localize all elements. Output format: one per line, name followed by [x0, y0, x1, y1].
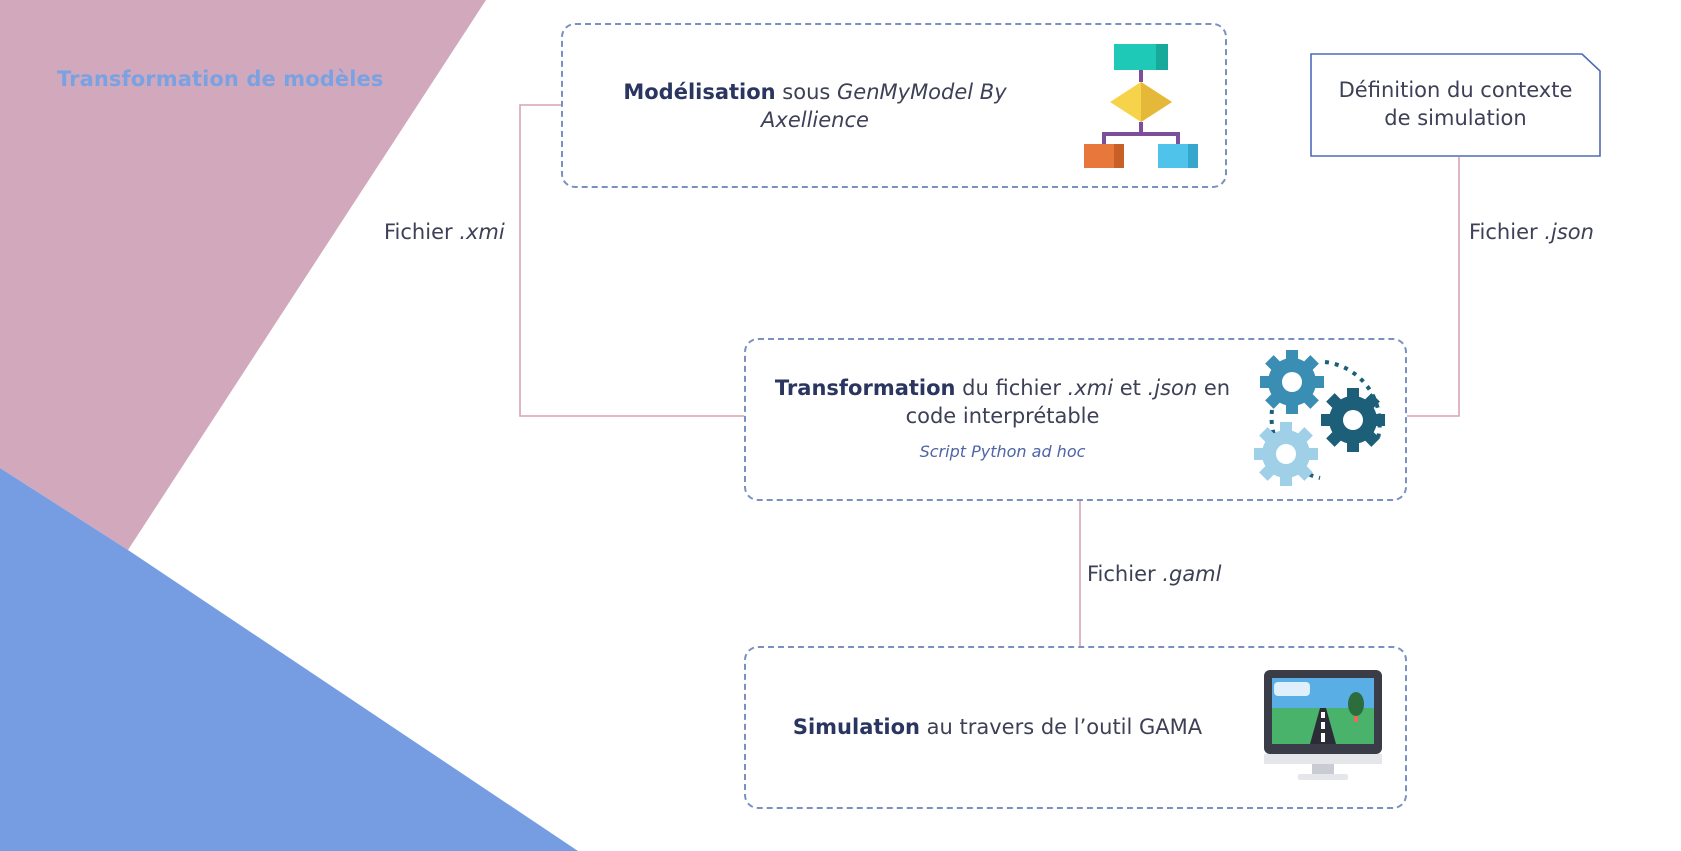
modelisation-box: [561, 23, 1227, 188]
edge-xmi-ext: .xmi: [459, 220, 505, 244]
modelisation-tool: GenMyModel By Axellience: [761, 80, 1007, 132]
simulation-box: [744, 646, 1407, 809]
edge-gaml-ext: .gaml: [1162, 562, 1222, 586]
edge-label-json: Fichier .json: [1469, 220, 1594, 244]
simulation-bold: Simulation: [792, 715, 920, 739]
transformation-xmi: .xmi: [1067, 376, 1114, 400]
monitor-road-icon: [1264, 670, 1382, 780]
page-title: Transformation de modèles: [57, 67, 384, 91]
transformation-subtitle: Script Python ad hoc: [919, 442, 1086, 461]
pink-triangle: [0, 0, 486, 550]
modelisation-connector-word: sous: [775, 80, 838, 104]
simulation-rest: au travers de l’outil GAMA: [919, 715, 1203, 739]
transformation-text-3: en code interprétable: [905, 376, 1231, 428]
flowchart-icon: [1084, 44, 1198, 168]
edge-xmi-prefix: Fichier: [384, 220, 460, 244]
contexte-line-1: Définition du contexte: [1338, 78, 1573, 102]
contexte-text: Définition du contexte de simulation: [1310, 76, 1601, 132]
transformation-box: [744, 338, 1407, 501]
transformation-text-2: et: [1113, 376, 1148, 400]
transformation-json: .json: [1147, 376, 1198, 400]
blue-triangle: [0, 468, 578, 851]
contexte-line-2: de simulation: [1384, 106, 1527, 130]
edge-json-ext: .json: [1544, 220, 1594, 244]
edge-label-xmi: Fichier .xmi: [384, 220, 505, 244]
transformation-text: Transformation du fichier .xmi et .json …: [770, 374, 1235, 466]
transformation-text-1: du fichier: [955, 376, 1068, 400]
gears-icon: [1254, 350, 1385, 486]
edge-json-prefix: Fichier: [1469, 220, 1545, 244]
connector-json: [1407, 157, 1460, 417]
connector-xmi: [519, 104, 744, 417]
simulation-text: Simulation au travers de l’outil GAMA: [770, 713, 1225, 741]
transformation-bold: Transformation: [774, 376, 956, 400]
edge-label-gaml: Fichier .gaml: [1087, 562, 1221, 586]
edge-gaml-prefix: Fichier: [1087, 562, 1163, 586]
contexte-note-shape: [1310, 53, 1601, 157]
modelisation-bold: Modélisation: [623, 80, 776, 104]
modelisation-text: Modélisation sous GenMyModel By Axellien…: [600, 78, 1030, 134]
